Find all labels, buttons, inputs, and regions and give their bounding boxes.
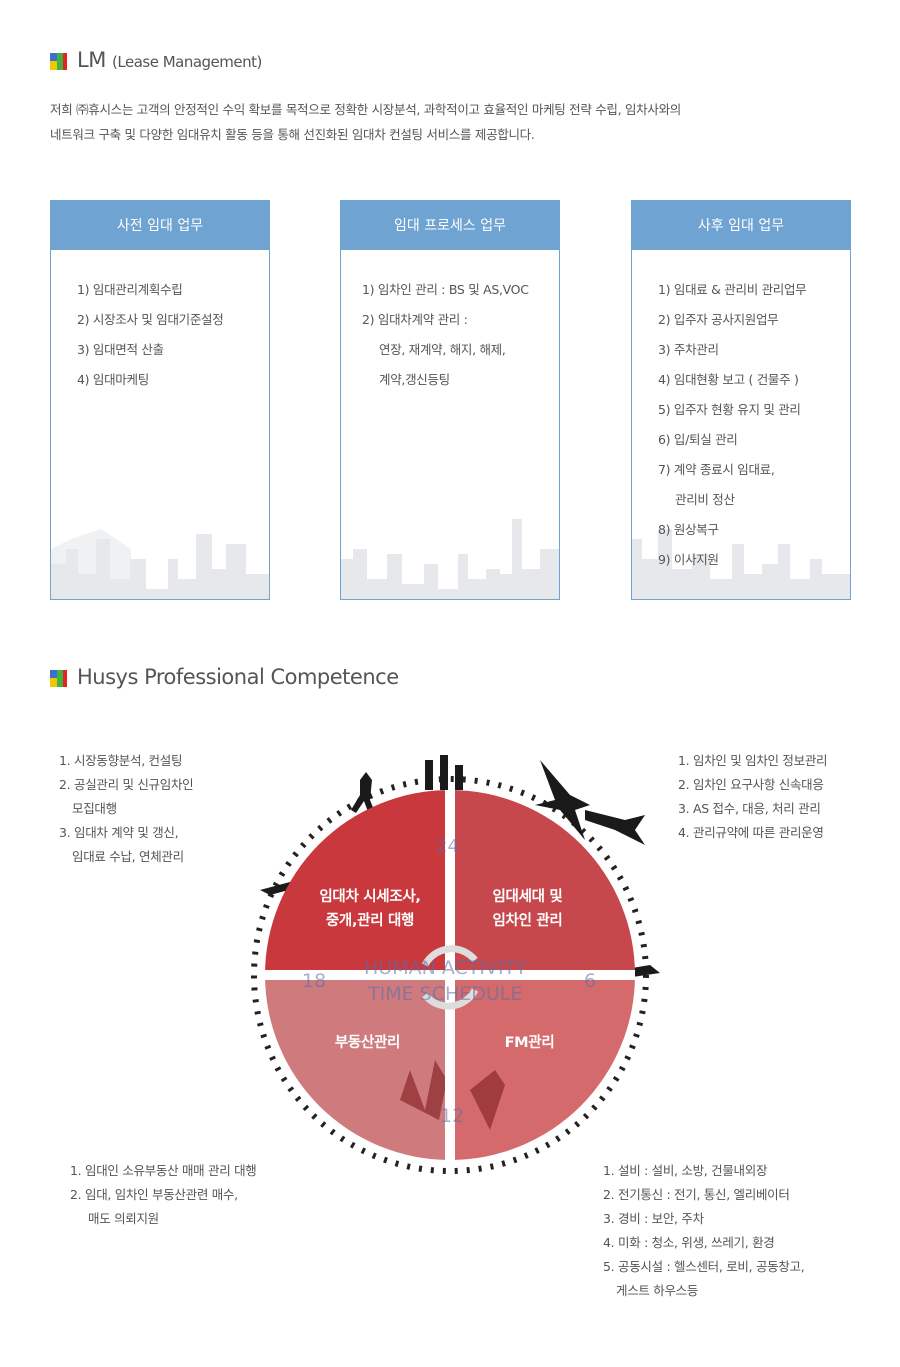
clock-number-12: 12: [440, 1105, 465, 1127]
list-item: 6) 입/퇴실 관리: [658, 432, 738, 447]
logo-icon: [50, 53, 67, 70]
list-item: 5) 입주자 현황 유지 및 관리: [658, 402, 801, 417]
quadrant-label-bottom-left: 부동산관리: [334, 1035, 401, 1051]
quadrant-label-top-left: 임대차 시세조사, 중개,관리 대행: [319, 889, 421, 929]
activity-clock-diagram: [251, 755, 660, 1174]
list-item: 2) 입주자 공사지원업무: [658, 312, 779, 327]
list-item: 1) 임대료 & 관리비 관리업무: [658, 282, 807, 297]
logo-icon: [50, 670, 67, 687]
notes-top-right: 1. 임차인 및 임차인 정보관리 2. 임차인 요구사항 신속대응 3. AS…: [678, 753, 828, 840]
list-item: 연장, 재계약, 해지, 해제,: [379, 342, 506, 357]
list-item: 1) 임차인 관리 : BS 및 AS,VOC: [362, 282, 529, 297]
notes-bottom-left: 1. 임대인 소유부동산 매매 관리 대행 2. 임대, 임차인 부동산관련 매…: [70, 1163, 257, 1226]
silhouettes: [251, 755, 660, 1174]
list-item: 계약,갱신등팅: [379, 372, 450, 387]
notes-bottom-right: 1. 설비 : 설비, 소방, 건물내외장 2. 전기통신 : 전기, 통신, …: [603, 1163, 805, 1298]
clock-face: [265, 790, 635, 1160]
clock-number-6: 6: [584, 970, 597, 992]
lm-intro: 저희 ㈜휴시스는 고객의 안정적인 수익 확보를 목적으로 정확한 시장분석, …: [50, 102, 681, 142]
skyline-image: [341, 519, 559, 599]
competence-title: Husys Professional Competence: [77, 665, 399, 689]
clock-number-24: 24: [436, 836, 459, 857]
card-post-lease: 사후 임대 업무 1) 임대료 & 관리비 관리업무 2) 입주자 공사지원업무…: [631, 200, 851, 600]
watermark-line-2: TIME SCHEDULE: [368, 983, 523, 1005]
list-item: 9) 이사지원: [658, 552, 719, 567]
skyline-image: [51, 529, 269, 599]
list-item: 1) 임대관리계획수립: [77, 282, 183, 297]
quadrant-label-bottom-right: FM관리: [504, 1035, 555, 1051]
list-item: 2) 임대차계약 관리 :: [362, 312, 468, 327]
list-item: 관리비 정산: [675, 492, 735, 507]
list-item: 3) 임대면적 산출: [77, 342, 164, 357]
card-title: 임대 프로세스 업무: [341, 201, 559, 250]
card-title: 사후 임대 업무: [632, 201, 850, 250]
notes-top-left: 1. 시장동향분석, 컨설팅 2. 공실관리 및 신규임차인 모집대행 3. 임…: [59, 753, 194, 864]
list-item: 4) 임대현황 보고 ( 건물주 ): [658, 372, 799, 387]
list-item: 3) 주차관리: [658, 342, 719, 357]
list-item: 4) 임대마케팅: [77, 372, 149, 387]
list-item: 2) 시장조사 및 임대기준설정: [77, 312, 224, 327]
card-title: 사전 임대 업무: [51, 201, 269, 250]
quadrant-label-top-right: 임대세대 및 임차인 관리: [492, 889, 563, 929]
card-pre-lease: 사전 임대 업무 1) 임대관리계획수립 2) 시장조사 및 임대기준설정 3)…: [50, 200, 270, 600]
list-item: 7) 계약 종료시 임대료,: [658, 462, 775, 477]
watermark-line-1: HUMAN ACTIVITY: [364, 957, 527, 979]
clock-number-18: 18: [302, 970, 327, 992]
card-lease-process: 임대 프로세스 업무 1) 임차인 관리 : BS 및 AS,VOC 2) 임대…: [340, 200, 560, 600]
lm-title: LM (Lease Management): [77, 48, 262, 72]
list-item: 8) 원상복구: [658, 522, 719, 537]
skyline-image: [632, 529, 850, 599]
